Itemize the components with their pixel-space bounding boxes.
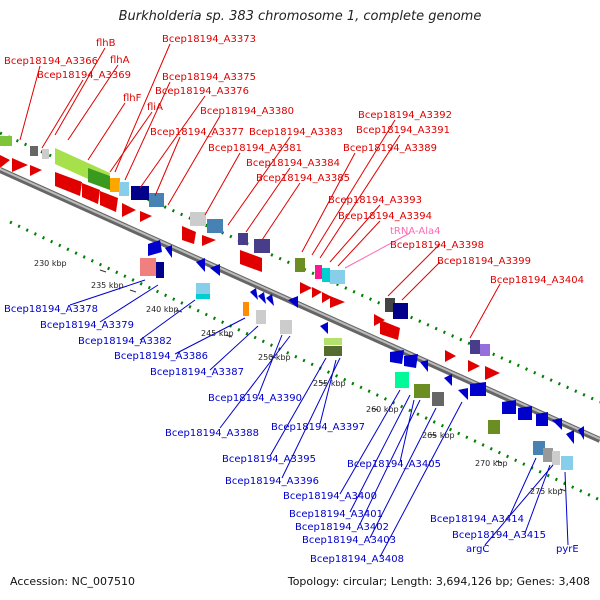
gene-label-forward: Bcep18194_A3369 xyxy=(37,70,131,81)
reverse-gene-arrows xyxy=(148,240,584,444)
forward-leader-lines xyxy=(19,43,501,339)
rna-leader-line xyxy=(344,232,411,269)
gene-label-forward: Bcep18194_A3404 xyxy=(490,275,584,286)
gene-label-reverse: Bcep18194_A3379 xyxy=(40,320,134,331)
gene-label-forward: Bcep18194_A3376 xyxy=(155,86,249,97)
tick-label: 245 kbp xyxy=(201,329,234,338)
gene-label-reverse: Bcep18194_A3388 xyxy=(165,428,259,439)
gene-label-forward: flhA xyxy=(110,55,130,66)
gene-label-forward: Bcep18194_A3373 xyxy=(162,34,256,45)
gene-label-forward: Bcep18194_A3366 xyxy=(4,56,98,67)
gene-label-forward: Bcep18194_A3389 xyxy=(343,143,437,154)
tick-label: 255 kbp xyxy=(313,379,346,388)
forward-gene-arrows xyxy=(0,155,500,380)
tick-label: 235 kbp xyxy=(91,281,124,290)
gene-label-forward: Bcep18194_A3393 xyxy=(328,195,422,206)
tick-label: 265 kbp xyxy=(422,431,455,440)
tick-label: 275 kbp xyxy=(530,487,563,496)
gene-label-forward: Bcep18194_A3392 xyxy=(358,110,452,121)
reverse-feature-blocks xyxy=(140,258,573,470)
gene-label-forward: flhF xyxy=(123,93,142,104)
forward-feature-blocks xyxy=(0,136,490,356)
reverse-leader-lines xyxy=(69,279,569,558)
gene-label-forward: Bcep18194_A3383 xyxy=(249,127,343,138)
accession-text: Accession: NC_007510 xyxy=(10,575,136,588)
gene-label-forward: Bcep18194_A3398 xyxy=(390,240,484,251)
gene-label-reverse: Bcep18194_A3414 xyxy=(430,514,524,525)
lower-dotted-track xyxy=(9,220,600,502)
gene-label-reverse: Bcep18194_A3403 xyxy=(302,535,396,546)
gene-label-forward: flhB xyxy=(96,38,116,49)
gene-label-reverse: Bcep18194_A3382 xyxy=(78,336,172,347)
gene-label-reverse: Bcep18194_A3402 xyxy=(295,522,389,533)
gene-label-reverse: Bcep18194_A3390 xyxy=(208,393,302,404)
gene-label-reverse: pyrE xyxy=(556,544,579,555)
tick-label: 270 kbp xyxy=(475,459,508,468)
gene-label-reverse: Bcep18194_A3415 xyxy=(452,530,546,541)
gene-label-forward: Bcep18194_A3385 xyxy=(256,173,350,184)
gene-label-forward: Bcep18194_A3399 xyxy=(437,256,531,267)
gene-label-reverse: Bcep18194_A3400 xyxy=(283,491,377,502)
gene-label-forward: Bcep18194_A3394 xyxy=(338,211,432,222)
gene-label-forward: Bcep18194_A3384 xyxy=(246,158,340,169)
genome-summary-text: Topology: circular; Length: 3,694,126 bp… xyxy=(287,575,590,588)
gene-label-forward: Bcep18194_A3377 xyxy=(150,127,244,138)
tick-label: 240 kbp xyxy=(146,305,179,314)
tick-label: 250 kbp xyxy=(258,353,291,362)
gene-label-forward: Bcep18194_A3391 xyxy=(356,125,450,136)
gene-label-reverse: Bcep18194_A3405 xyxy=(347,459,441,470)
gene-label-forward: fliA xyxy=(147,102,163,113)
gene-label-reverse: Bcep18194_A3397 xyxy=(271,422,365,433)
gene-label-reverse: Bcep18194_A3378 xyxy=(4,304,98,315)
gene-label-reverse: Bcep18194_A3401 xyxy=(289,509,383,520)
map-title: Burkholderia sp. 383 chromosome 1, compl… xyxy=(118,9,482,24)
gene-label-forward: Bcep18194_A3380 xyxy=(200,106,294,117)
tick-label: 260 kbp xyxy=(366,405,399,414)
gene-label-reverse: Bcep18194_A3386 xyxy=(114,351,208,362)
gene-label-reverse: Bcep18194_A3408 xyxy=(310,554,404,565)
gene-label-reverse: argC xyxy=(466,544,489,555)
gene-label-forward: Bcep18194_A3375 xyxy=(162,72,256,83)
kbp-ticks xyxy=(99,269,567,492)
tick-label: 230 kbp xyxy=(34,259,67,268)
gene-label-reverse: Bcep18194_A3395 xyxy=(222,454,316,465)
gene-label-reverse: Bcep18194_A3387 xyxy=(150,367,244,378)
gene-label-rna: tRNA-Ala4 xyxy=(390,226,440,237)
gene-label-reverse: Bcep18194_A3396 xyxy=(225,476,319,487)
gene-label-forward: Bcep18194_A3381 xyxy=(208,143,302,154)
